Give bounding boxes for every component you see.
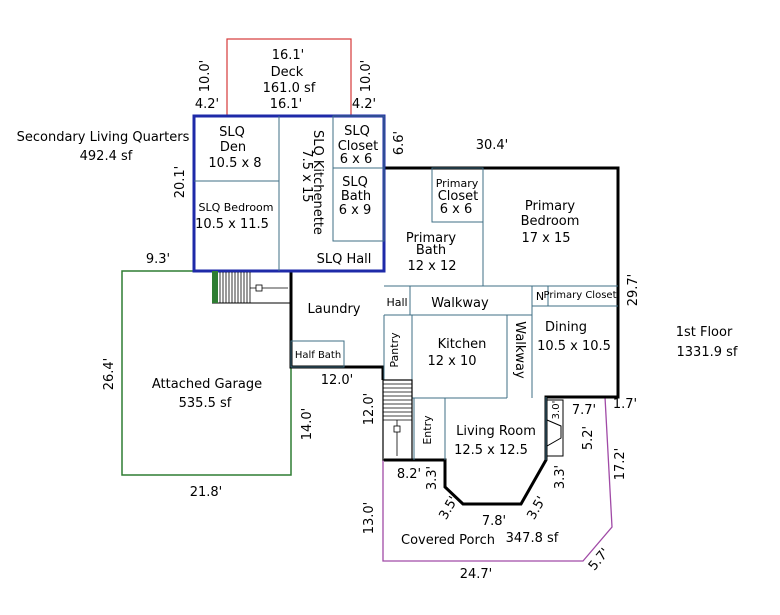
laundry-bottom-dim: 12.0' xyxy=(321,373,354,388)
garage-bottom-dim: 21.8' xyxy=(190,485,223,500)
primary-closet-name2: Closet xyxy=(438,189,479,204)
bay-left-top-dim: 8.2' xyxy=(397,467,421,482)
slq-area: 492.4 sf xyxy=(80,149,133,164)
main-right-top-dim: 6.6' xyxy=(392,131,407,155)
porch-name: Covered Porch xyxy=(401,533,495,548)
dining-size: 10.5 x 10.5 xyxy=(537,339,611,354)
bay-bottom-dim: 7.8' xyxy=(482,514,506,529)
slq-bath-name2: Bath xyxy=(341,189,371,204)
primary-closet-name: Primary xyxy=(436,177,479,190)
bay-left-1-dim: 3.3' xyxy=(425,466,440,490)
primary-bedroom-name: Primary xyxy=(525,199,576,214)
deck-bottom-dim: 16.1' xyxy=(270,97,303,112)
porch-area: 347.8 sf xyxy=(506,531,559,546)
slq-den-name2: Den xyxy=(220,140,246,155)
garage-name: Attached Garage xyxy=(152,377,262,392)
slq-bath-size: 6 x 9 xyxy=(339,203,372,218)
garage-right-dim: 14.0' xyxy=(300,408,315,441)
living-name: Living Room xyxy=(456,424,536,439)
garage-area: 535.5 sf xyxy=(179,396,232,411)
primary-closet-size: 6 x 6 xyxy=(440,202,473,217)
porch-diag-dim: 5.7' xyxy=(586,546,613,574)
slq-right-offset: 4.2' xyxy=(352,97,376,112)
slq-kitchenette-size: 7.5 x 15 xyxy=(299,149,314,202)
garage-outline xyxy=(121,270,292,476)
primary-closet2-name: Primary Closet xyxy=(544,290,617,301)
porch-outline xyxy=(382,396,613,562)
step-right-dim: 1.7' xyxy=(613,397,637,412)
slq-closet-size: 6 x 6 xyxy=(340,152,373,167)
slq-left-dim: 20.1' xyxy=(173,166,188,199)
entry-name: Entry xyxy=(421,415,434,445)
slq-kitchenette-name: SLQ Kitchenette xyxy=(310,130,325,235)
slq-den-name: SLQ xyxy=(219,125,245,140)
main-right-dim: 29.7' xyxy=(626,274,641,307)
fireplace-dim: 3.0' xyxy=(551,401,562,420)
deck-name: Deck xyxy=(271,65,304,80)
slq-left-offset: 4.2' xyxy=(195,97,219,112)
deck-left-dim: 10.0' xyxy=(198,60,213,93)
slq-bedroom-name: SLQ Bedroom xyxy=(198,201,273,214)
living-right-dim: 5.2' xyxy=(581,426,596,450)
deck-top-dim: 16.1' xyxy=(272,48,305,63)
walkway-name: Walkway xyxy=(431,296,489,311)
half-bath-name: Half Bath xyxy=(295,350,341,361)
laundry-wall xyxy=(289,271,385,380)
slq-closet-name2: Closet xyxy=(338,139,379,154)
primary-bath-name: Primary xyxy=(406,231,457,246)
primary-bath-size: 12 x 12 xyxy=(407,259,456,274)
laundry-name: Laundry xyxy=(308,302,361,317)
slq-closet-name: SLQ xyxy=(344,124,370,139)
slq-bath-name: SLQ xyxy=(342,175,368,190)
living-step-dim: 7.7' xyxy=(572,403,596,418)
floor-name: 1st Floor xyxy=(676,325,733,340)
stair-rail xyxy=(212,271,218,303)
slq-bedroom-size: 10.5 x 11.5 xyxy=(195,217,269,232)
main-top-dim: 30.4' xyxy=(476,138,509,153)
hall-name: Hall xyxy=(386,296,407,309)
garage-top-dim: 9.3' xyxy=(146,252,170,267)
deck-right-dim: 10.0' xyxy=(359,60,374,93)
fireplace-icon xyxy=(546,399,564,457)
garage-stairs xyxy=(213,272,288,303)
kitchen-name: Kitchen xyxy=(438,337,487,352)
primary-bath-name2: Bath xyxy=(416,243,446,258)
primary-bedroom-size: 17 x 15 xyxy=(521,231,570,246)
kitchen-size: 12 x 10 xyxy=(427,354,476,369)
porch-bottom-dim: 24.7' xyxy=(460,567,493,582)
main-outline xyxy=(384,166,620,506)
primary-bedroom-name2: Bedroom xyxy=(521,214,580,229)
bay-right-2-dim: 3.5' xyxy=(524,494,549,523)
porch-left-dim: 13.0' xyxy=(362,502,377,535)
slq-hall: SLQ Hall xyxy=(317,252,372,267)
garage-left-dim: 26.4' xyxy=(102,358,117,391)
stair-left-dim: 12.0' xyxy=(362,393,377,426)
deck-area: 161.0 sf xyxy=(263,81,316,96)
living-size: 12.5 x 12.5 xyxy=(454,443,528,458)
main-stairs xyxy=(382,379,413,461)
pantry-name: Pantry xyxy=(388,332,401,368)
slq-den-size: 10.5 x 8 xyxy=(208,156,261,171)
floor-area: 1331.9 sf xyxy=(677,345,738,360)
bay-right-1-dim: 3.3' xyxy=(553,465,568,489)
dining-name: Dining xyxy=(545,320,587,335)
n-name: N xyxy=(536,290,544,303)
walkway-vertical: Walkway xyxy=(512,321,527,379)
porch-right-dim: 17.2' xyxy=(613,448,628,481)
interior-walls xyxy=(194,115,618,460)
slq-title: Secondary Living Quarters xyxy=(17,130,190,145)
